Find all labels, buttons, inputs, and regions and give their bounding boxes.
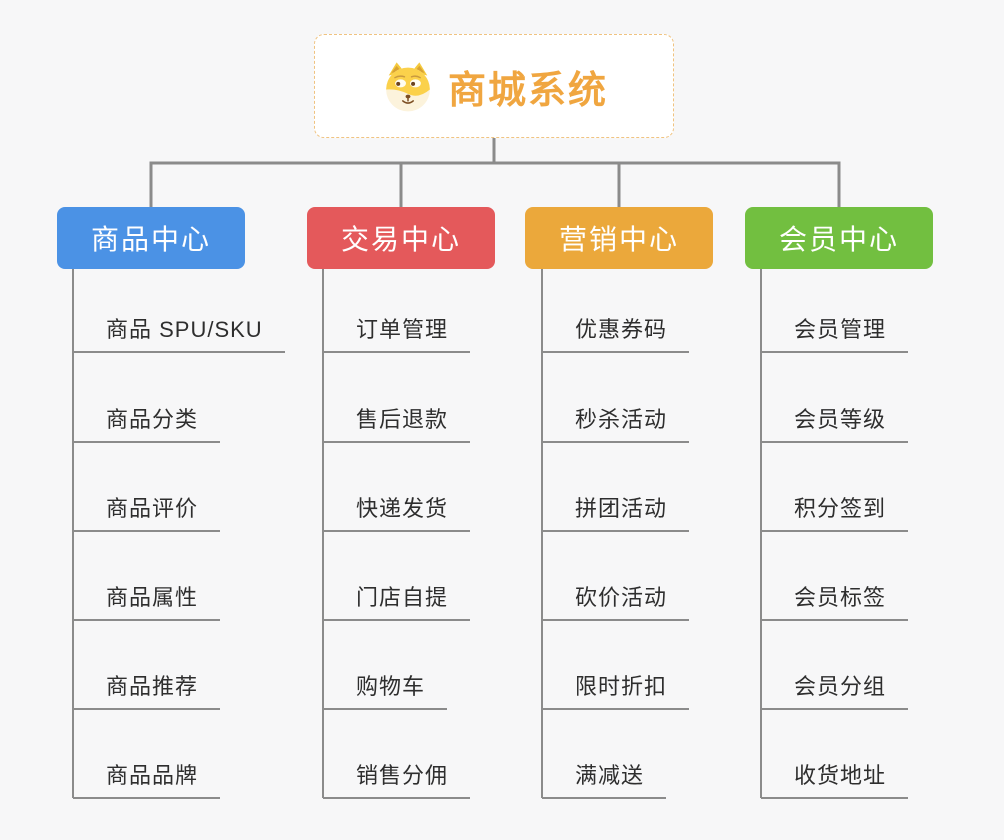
leaf-item[interactable]: 限时折扣	[542, 670, 690, 710]
leaf-item[interactable]: 商品 SPU/SKU	[73, 313, 285, 353]
branch-node-marketing[interactable]: 营销中心	[525, 207, 713, 269]
leaf-item[interactable]: 满减送	[542, 759, 667, 799]
root-title: 商城系统	[447, 69, 608, 112]
leaf-item[interactable]: 收货地址	[761, 759, 909, 799]
branch-label: 会员中心	[778, 224, 899, 255]
dog-face-icon	[386, 62, 430, 112]
leaf-item[interactable]: 砍价活动	[542, 581, 690, 621]
leaf-item[interactable]: 门店自提	[323, 581, 471, 621]
branch-label: 商品中心	[90, 224, 211, 255]
leaf-item[interactable]: 商品品牌	[73, 759, 221, 799]
leaf-item[interactable]: 商品推荐	[73, 670, 221, 710]
leaf-item[interactable]: 购物车	[323, 670, 448, 710]
leaf-item[interactable]: 售后退款	[323, 403, 471, 443]
leaf-item[interactable]: 商品属性	[73, 581, 221, 621]
leaf-item[interactable]: 快递发货	[323, 492, 471, 532]
branch-label: 营销中心	[558, 224, 679, 255]
branch-node-trade[interactable]: 交易中心	[307, 207, 495, 269]
leaf-item[interactable]: 订单管理	[323, 313, 471, 353]
leaf-item[interactable]: 拼团活动	[542, 492, 690, 532]
leaf-item[interactable]: 商品分类	[73, 403, 221, 443]
branch-node-member[interactable]: 会员中心	[745, 207, 933, 269]
leaf-item[interactable]: 会员标签	[761, 581, 909, 621]
leaf-item[interactable]: 会员管理	[761, 313, 909, 353]
leaf-item[interactable]: 秒杀活动	[542, 403, 690, 443]
leaf-item[interactable]: 会员分组	[761, 670, 909, 710]
leaf-item[interactable]: 销售分佣	[323, 759, 471, 799]
branch-label: 交易中心	[340, 224, 461, 255]
leaf-item[interactable]: 商品评价	[73, 492, 221, 532]
leaf-item[interactable]: 优惠券码	[542, 313, 690, 353]
leaf-item[interactable]: 会员等级	[761, 403, 909, 443]
branch-node-product[interactable]: 商品中心	[57, 207, 245, 269]
root-node[interactable]: 商城系统	[314, 34, 674, 138]
leaf-item[interactable]: 积分签到	[761, 492, 909, 532]
